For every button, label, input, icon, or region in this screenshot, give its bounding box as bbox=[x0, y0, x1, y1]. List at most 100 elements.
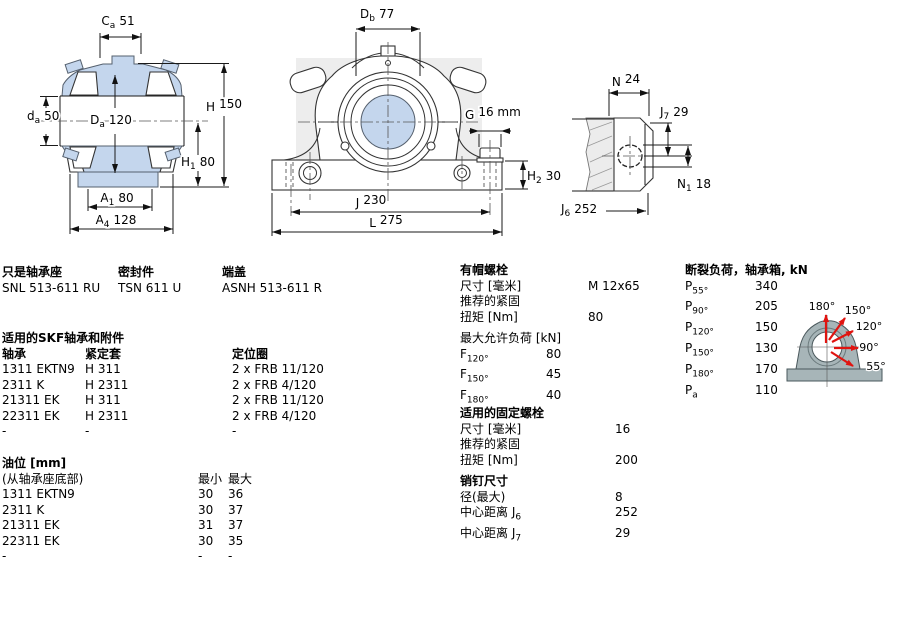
pin-j7-row: 中心距离 J7 29 bbox=[460, 526, 638, 547]
lug-right bbox=[449, 66, 487, 94]
pin-j6-value: 252 bbox=[615, 505, 638, 519]
housing-only-label: 只是轴承座 bbox=[2, 265, 63, 279]
p-value: 130 bbox=[755, 341, 778, 356]
cell-sleeve: H 311 bbox=[85, 362, 121, 376]
pin-j6-row: 中心距离 J6 252 bbox=[460, 505, 638, 526]
table-row: --- bbox=[2, 424, 324, 440]
base-bolt-left bbox=[62, 147, 80, 162]
cell-sleeve: H 311 bbox=[85, 393, 121, 407]
load-row: F180°40 bbox=[460, 388, 640, 409]
f-label: F120° bbox=[460, 346, 489, 364]
cell-ring: 2 x FRB 11/120 bbox=[232, 393, 324, 407]
breaking-loads-block: 断裂负荷，轴承箱, kN P55°340 P90°205 P120°150 P1… bbox=[685, 263, 808, 404]
cell-min: 30 bbox=[198, 502, 214, 517]
cell-max: - bbox=[228, 549, 233, 563]
pin-dia-row: 径(最大)8 bbox=[460, 490, 638, 506]
lug-left bbox=[289, 66, 327, 94]
f-value: 80 bbox=[546, 346, 562, 361]
load-row: P180°170 bbox=[685, 362, 808, 383]
p-value: 170 bbox=[755, 362, 778, 377]
load-row: F150°45 bbox=[460, 367, 640, 388]
cap-screw-left bbox=[340, 141, 350, 151]
p-label: P55° bbox=[685, 278, 709, 296]
torque-value: 80 bbox=[588, 309, 604, 324]
seal-value: TSN 611 U bbox=[118, 280, 182, 295]
end-cover-label: 端盖 bbox=[222, 265, 247, 279]
cell-min: - bbox=[198, 549, 203, 563]
cell-sleeve: H 2311 bbox=[85, 377, 129, 392]
cap-bolt-left bbox=[64, 59, 84, 74]
size-label: 尺寸 [毫米] bbox=[460, 278, 522, 293]
size-label: 尺寸 [毫米] bbox=[460, 421, 522, 436]
load-direction-diagram: 180° 150° 120° 90° 55° bbox=[786, 299, 887, 387]
cell-bearing: 2311 K bbox=[2, 377, 45, 392]
tightening-label: 推荐的紧固 bbox=[460, 294, 521, 308]
load-row: F120° 80 bbox=[460, 347, 640, 368]
cell-name: - bbox=[2, 549, 7, 563]
cell-max: 35 bbox=[228, 533, 244, 548]
table-row: 2311 K H 2311 2 x FRB 4/120 bbox=[2, 378, 324, 394]
angle-label-90: 90° bbox=[859, 341, 879, 354]
cell-ring: - bbox=[232, 424, 237, 438]
col-max: 最大 bbox=[228, 471, 253, 486]
base-bolt-right bbox=[164, 147, 182, 162]
end-cover-block: 端盖 ASNH 513-611 R bbox=[222, 265, 352, 296]
load-row: P150° 130 bbox=[685, 341, 808, 362]
pin-dia-label: 径(最大) bbox=[460, 489, 506, 504]
end-cover-value: ASNH 513-611 R bbox=[222, 280, 322, 295]
pin-j7-label: 中心距离 J7 bbox=[460, 525, 522, 544]
torque-label: 扭矩 [Nm] bbox=[460, 309, 518, 324]
hatch-lines bbox=[587, 121, 613, 191]
cell-bearing: 21311 EK bbox=[2, 393, 60, 407]
cell-max: 36 bbox=[228, 487, 244, 501]
p-value: 340 bbox=[755, 278, 778, 293]
cell-max: 37 bbox=[228, 518, 244, 532]
oil-subtitle: (从轴承座底部) bbox=[2, 471, 84, 486]
cell-sleeve: H 2311 bbox=[85, 408, 129, 423]
p-label: Pa bbox=[685, 382, 698, 401]
f-value: 45 bbox=[546, 367, 562, 382]
load-row: P55° 340 bbox=[685, 279, 808, 300]
breaking-loads-title: 断裂负荷，轴承箱, kN bbox=[685, 263, 808, 277]
cell-bearing: 1311 EKTN9 bbox=[2, 362, 75, 376]
load-row: P90°205 bbox=[685, 299, 808, 320]
p-value: 110 bbox=[755, 382, 778, 397]
size-value: 16 bbox=[615, 421, 631, 436]
cell-ring: 2 x FRB 4/120 bbox=[232, 377, 317, 392]
pin-j6-label: 中心距离 J6 bbox=[460, 505, 522, 523]
angle-label-150: 150° bbox=[845, 304, 872, 317]
f-label: F180° bbox=[460, 388, 489, 406]
p-label: P150° bbox=[685, 341, 714, 359]
torque-label: 扭矩 [Nm] bbox=[460, 452, 518, 467]
cap-screw-right bbox=[426, 141, 436, 151]
housing-only-value: SNL 513-611 RU bbox=[2, 280, 101, 295]
table-row: 21311 EK H 311 2 x FRB 11/120 bbox=[2, 393, 324, 409]
attachment-bolts-title: 适用的固定螺栓 bbox=[460, 406, 545, 420]
pin-j7-value: 29 bbox=[615, 525, 631, 540]
torque-value: 200 bbox=[615, 452, 638, 467]
cell-max: 37 bbox=[228, 502, 244, 517]
size-value: M 12x65 bbox=[588, 278, 640, 293]
size-row: 尺寸 [毫米] M 12x65 bbox=[460, 279, 640, 295]
housing-base bbox=[77, 171, 159, 188]
bearing-table-header: 轴承紧定套定位圈 bbox=[2, 347, 324, 363]
max-load-title: 最大允许负荷 [kN] bbox=[460, 331, 562, 345]
col-ring: 定位圈 bbox=[232, 346, 269, 361]
torque-row: 扭矩 [Nm] 80 bbox=[460, 310, 640, 326]
